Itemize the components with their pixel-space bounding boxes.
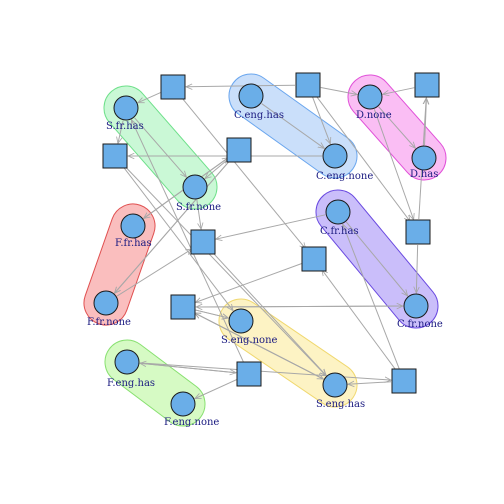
label-s-fr-has: S.fr.has bbox=[106, 121, 144, 132]
edge-d-none-to-d-has bbox=[378, 106, 416, 149]
square-vertex-sq12 bbox=[170, 294, 196, 320]
square-vertex-sq10 bbox=[236, 361, 262, 387]
vertex-s-eng-none bbox=[228, 308, 254, 334]
edge-sq1-to-s-fr-has bbox=[138, 91, 162, 104]
edge-sq11-to-c-fr-has bbox=[343, 224, 400, 370]
edge-s-fr-has-to-s-fr-none bbox=[134, 117, 187, 177]
edge-sq7-to-c-fr-none bbox=[416, 244, 417, 293]
vertex-f-fr-none bbox=[93, 290, 119, 316]
edge-sq2-to-sq1 bbox=[186, 85, 296, 87]
vertex-c-fr-has bbox=[325, 199, 351, 225]
group-hull-s-eng bbox=[218, 298, 358, 408]
label-d-none: D.none bbox=[356, 110, 392, 121]
edge-sq11-to-sq8 bbox=[322, 269, 397, 371]
label-c-eng-has: C.eng.has bbox=[234, 110, 284, 121]
square-vertex-sq5 bbox=[226, 137, 252, 163]
edge-c-fr-has-to-sq6 bbox=[216, 214, 326, 239]
square-vertex-sq8 bbox=[301, 246, 327, 272]
vertex-c-fr-none bbox=[403, 293, 429, 319]
edge-f-fr-none-to-sq6 bbox=[116, 249, 192, 297]
label-f-fr-none: F.fr.none bbox=[87, 317, 131, 328]
label-d-has: D.has bbox=[410, 169, 438, 180]
edge-c-eng-has-to-c-eng-none bbox=[261, 103, 325, 149]
vertex-f-eng-none bbox=[170, 391, 196, 417]
vertex-s-fr-none bbox=[182, 174, 208, 200]
label-f-eng-none: F.eng.none bbox=[164, 417, 219, 428]
label-f-fr-has: F.fr.has bbox=[115, 238, 152, 249]
edge-sq5-to-f-fr-none bbox=[115, 159, 231, 293]
square-vertex-sq11 bbox=[391, 368, 417, 394]
square-vertex-sq3 bbox=[414, 72, 440, 98]
edge-sq4-to-s-eng-none bbox=[122, 166, 233, 310]
edge-sq10-to-s-fr-has bbox=[131, 120, 244, 363]
square-vertex-sq1 bbox=[160, 74, 186, 100]
label-f-eng-has: F.eng.has bbox=[107, 378, 155, 389]
edge-s-fr-has-to-sq4 bbox=[118, 120, 124, 144]
edge-sq11-to-s-eng-has bbox=[348, 382, 392, 384]
label-s-fr-none: S.fr.none bbox=[176, 202, 221, 213]
square-vertex-sq6 bbox=[190, 229, 216, 255]
label-c-fr-has: C.fr.has bbox=[320, 226, 359, 237]
edge-d-none-to-sq7 bbox=[373, 109, 413, 220]
vertices bbox=[93, 72, 440, 417]
edge-sq2-to-d-none bbox=[320, 86, 357, 94]
label-s-eng-has: S.eng.has bbox=[316, 399, 365, 410]
square-vertex-sq2 bbox=[295, 72, 321, 98]
edge-sq2-to-sq7 bbox=[315, 95, 410, 221]
label-s-eng-none: S.eng.none bbox=[221, 335, 278, 346]
edge-sq6-to-s-eng-has bbox=[211, 251, 326, 376]
edge-c-fr-has-to-c-fr-none bbox=[345, 221, 407, 296]
edge-sq12-to-c-fr-none bbox=[195, 306, 403, 307]
edge-f-eng-has-to-sq11 bbox=[139, 362, 391, 380]
vertex-s-fr-has bbox=[113, 95, 139, 121]
edges bbox=[115, 85, 427, 400]
label-c-eng-none: C.eng.none bbox=[316, 171, 373, 182]
edge-s-fr-none-to-sq6 bbox=[196, 199, 201, 229]
edge-sq3-to-d-none bbox=[383, 87, 415, 95]
edge-sq10-to-f-eng-has bbox=[140, 363, 237, 374]
edge-sq8-to-sq9 bbox=[195, 263, 302, 302]
edge-sq4-to-s-eng-has bbox=[123, 165, 326, 375]
group-hull-f-fr bbox=[83, 203, 156, 326]
vertex-c-eng-none bbox=[322, 143, 348, 169]
vertex-s-eng-has bbox=[322, 372, 348, 398]
vertex-c-eng-has bbox=[238, 83, 264, 109]
edge-sq9-to-s-eng-has bbox=[194, 312, 324, 379]
vertex-f-fr-has bbox=[120, 213, 146, 239]
label-c-fr-none: C.fr.none bbox=[397, 319, 443, 330]
vertex-d-none bbox=[357, 84, 383, 110]
edge-sq10-to-f-eng-none bbox=[195, 378, 238, 400]
square-vertex-sq4 bbox=[102, 143, 128, 169]
edge-sq2-to-c-eng-none bbox=[312, 96, 331, 144]
vertex-d-has bbox=[411, 145, 437, 171]
square-vertex-sq7 bbox=[405, 219, 431, 245]
vertex-f-eng-has bbox=[114, 349, 140, 375]
